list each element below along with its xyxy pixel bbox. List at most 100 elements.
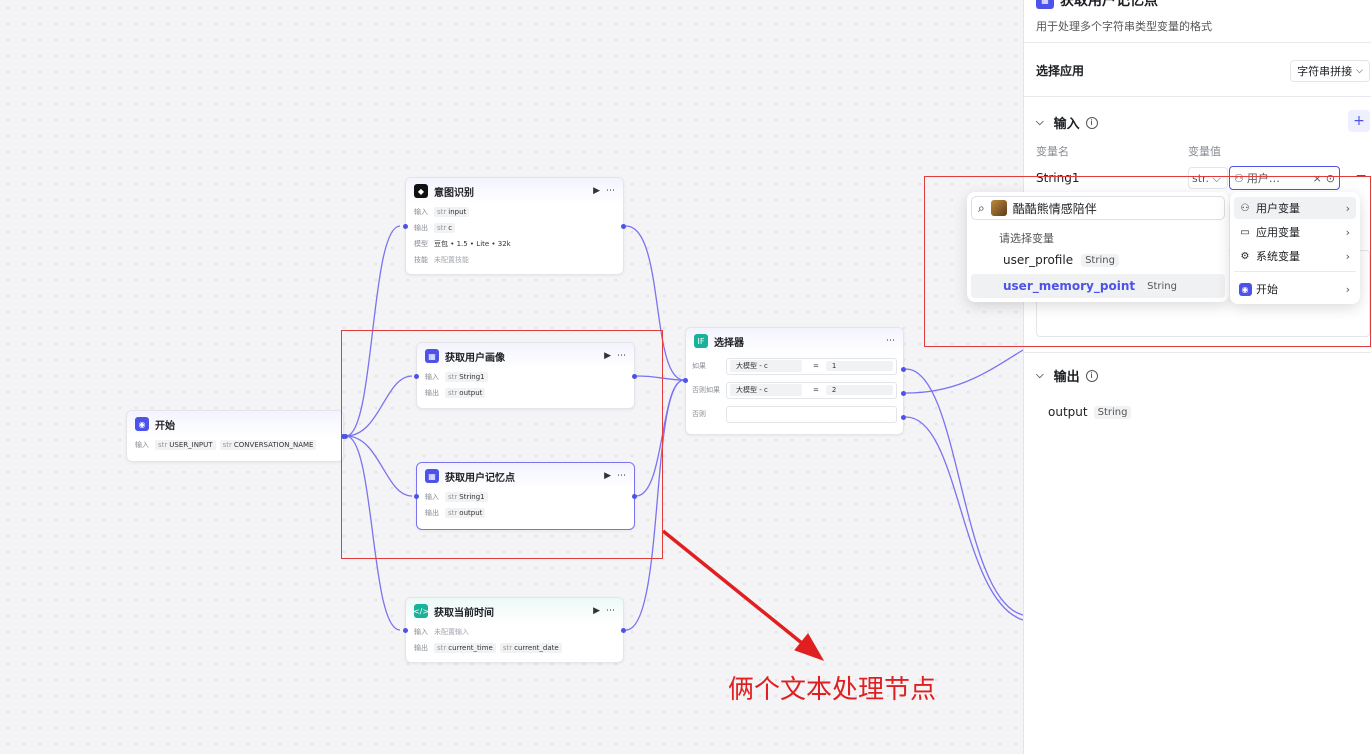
variable-picker-icon[interactable]: ⊙ [1325,171,1335,185]
output-port[interactable] [621,628,626,633]
variable-option-selected[interactable]: user_memory_point String [971,274,1225,298]
profile-node-header: ▦ 获取用户画像 ▶ ⋯ [417,343,634,369]
category-app-vars[interactable]: ▭ 应用变量 › [1234,221,1356,243]
more-icon[interactable]: ⋯ [617,351,626,361]
search-icon: ⌕ [978,200,985,215]
select-app-label: 选择应用 [1036,64,1085,78]
more-icon[interactable]: ⋯ [886,336,895,346]
plugin-icon: ▦ [425,349,439,363]
chevron-down-icon: ⌵ [1036,370,1044,381]
more-icon[interactable]: ⋯ [617,471,626,481]
annotation-text: 俩个文本处理节点 [728,675,937,705]
variable-list-popover: ⌕ 酷酷熊情感陪伴 请选择变量 user_profile String user… [967,192,1229,302]
chevron-down-icon: ⌵ [1036,117,1044,128]
start-node-icon: ◉ [135,417,149,431]
run-icon[interactable]: ▶ [604,351,611,361]
more-icon[interactable]: ⋯ [606,606,615,616]
category-start-node[interactable]: ◉ 开始 › [1234,278,1356,300]
run-icon[interactable]: ▶ [593,606,600,616]
edge-profile-selector [635,375,685,381]
skill-value: 未配置技能 [434,256,469,264]
output-section-header[interactable]: ⌵ 输出 i [1036,366,1098,385]
info-icon: i [1085,369,1098,382]
condition-box[interactable] [726,405,897,423]
start-node-header: ◉ 开始 [127,411,343,437]
select-app-dropdown[interactable]: 字符串拼接 ⌵ [1290,60,1370,82]
panel-description: 用于处理多个字符串类型变量的格式 [1036,20,1212,33]
if-port[interactable] [901,367,906,372]
code-icon: </> [413,604,429,618]
chevron-right-icon: › [1345,201,1350,215]
input-port[interactable] [414,494,419,499]
gear-icon: ⚙ [1240,250,1250,262]
edge-else-out [905,416,1023,621]
variable-option[interactable]: user_profile String [971,248,1225,272]
intent-node-title: 意图识别 [434,187,474,199]
input-port[interactable] [414,374,419,379]
clear-icon[interactable]: × [1312,171,1322,185]
category-system-vars[interactable]: ⚙ 系统变量 › [1234,245,1356,267]
time-node-title: 获取当前时间 [434,607,494,619]
edge-start-time [345,435,401,631]
output-port[interactable] [632,494,637,499]
condition-box[interactable]: 大模型 - c = 1 [726,357,897,375]
user-icon: ⚇ [1234,171,1244,185]
output-var-row: output String [1048,405,1132,419]
variable-search-input[interactable]: ⌕ 酷酷熊情感陪伴 [971,196,1225,220]
input-port[interactable] [403,628,408,633]
start-node-icon: ◉ [1238,282,1252,296]
folder-icon: ▭ [1240,226,1250,238]
user-icon: ⚇ [1240,202,1250,214]
info-icon: i [1085,116,1098,129]
time-node-header: </> 获取当前时间 ▶ ⋯ [406,598,623,624]
selector-node-header: IF 选择器 ⋯ [686,328,903,354]
variable-category-popover: ⚇ 用户变量 › ▭ 应用变量 › ⚙ 系统变量 › ◉ 开始 › [1230,192,1360,304]
edge-start-profile [345,375,413,437]
edge-start-memory [345,435,413,497]
more-icon[interactable]: ⋯ [606,186,615,196]
chevron-right-icon: › [1345,225,1350,239]
add-input-button[interactable]: + [1348,110,1370,132]
else-port[interactable] [901,415,906,420]
annotation-box-nodes [341,330,663,559]
plugin-icon: ▦ [1036,0,1054,9]
input-section-header[interactable]: ⌵ 输入 i [1036,113,1098,132]
node-config-panel: ▦ 获取用户记忆点 用于处理多个字符串类型变量的格式 选择应用 字符串拼接 ⌵ … [1023,0,1371,754]
output-port[interactable] [621,224,626,229]
selector-node-title: 选择器 [714,337,744,349]
edge-intent-selector [625,225,685,381]
input-label: 输入 [135,441,149,449]
input-port[interactable] [403,224,408,229]
var-value-select[interactable]: ⚇ 用户… × ⊙ [1229,166,1340,190]
output-port[interactable] [632,374,637,379]
category-user-vars[interactable]: ⚇ 用户变量 › [1234,197,1356,219]
var-type-select[interactable]: str. ⌵ [1188,167,1228,189]
input-port[interactable] [683,378,688,383]
intent-model-row: 模型 豆包 • 1.5 • Lite • 32k [414,240,511,248]
run-icon[interactable]: ▶ [593,186,600,196]
edges-layer [345,225,1023,661]
plugin-icon: ▦ [425,469,439,483]
model-value: 豆包 • 1.5 • Lite • 32k [434,240,511,248]
run-icon[interactable]: ▶ [604,471,611,481]
chevron-down-icon: ⌵ [1356,66,1363,76]
memory-node-title: 获取用户记忆点 [445,472,515,484]
start-node-title: 开始 [155,420,175,432]
variable-hint: 请选择变量 [999,232,1054,245]
selector-node[interactable]: IF 选择器 ⋯ 如果 大模型 - c = 1 否则如果 大模型 - c = 2… [683,327,906,435]
panel-title: 获取用户记忆点 [1060,0,1158,9]
elseif-port[interactable] [901,391,906,396]
condition-box[interactable]: 大模型 - c = 2 [726,381,897,399]
edge-if-out [905,368,1023,616]
